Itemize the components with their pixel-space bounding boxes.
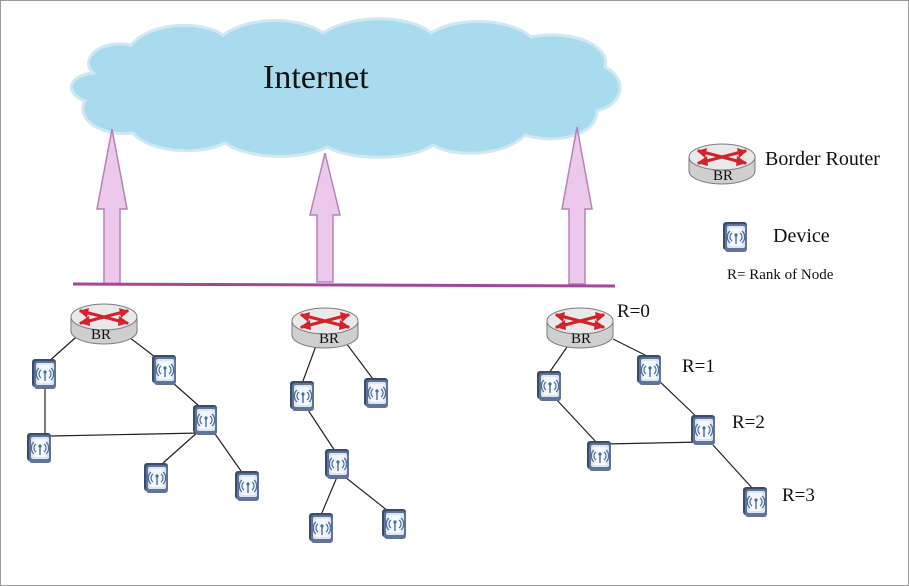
device-node	[324, 448, 350, 480]
device-node	[289, 380, 315, 412]
device-node	[742, 486, 768, 518]
rank-label-1: R=1	[682, 356, 715, 377]
device-node	[308, 512, 334, 544]
device-node	[143, 462, 169, 494]
legend-router-icon: BR	[687, 142, 757, 186]
router-badge: BR	[713, 168, 733, 184]
device-node	[151, 354, 177, 386]
device-node	[636, 354, 662, 386]
border-router: BR	[290, 306, 360, 350]
router-badge: BR	[319, 331, 339, 347]
device-node	[234, 470, 260, 502]
uplink-arrow	[561, 126, 593, 285]
device-node	[363, 377, 389, 409]
device-node	[690, 414, 716, 446]
border-router: BR	[545, 306, 615, 350]
backbone-line	[72, 282, 616, 288]
legend-device-label: Device	[773, 225, 830, 247]
internet-label: Internet	[263, 59, 369, 96]
device-node	[31, 358, 57, 390]
internet-cloud	[69, 17, 622, 159]
device-node	[586, 440, 612, 472]
router-badge: BR	[91, 327, 111, 343]
border-router: BR	[69, 302, 139, 346]
uplink-arrow	[96, 128, 128, 285]
uplink-arrow	[309, 152, 341, 283]
router-badge: BR	[571, 331, 591, 347]
legend-rank-note: R= Rank of Node	[727, 267, 834, 283]
legend-router-label: Border Router	[765, 148, 880, 170]
device-node	[381, 508, 407, 540]
rank-label-3: R=3	[782, 485, 815, 506]
rank-label-2: R=2	[732, 412, 765, 433]
device-node	[26, 432, 52, 464]
rank-label-0: R=0	[617, 301, 650, 322]
device-node	[192, 404, 218, 436]
legend-device-icon	[722, 221, 748, 253]
device-node	[536, 370, 562, 402]
